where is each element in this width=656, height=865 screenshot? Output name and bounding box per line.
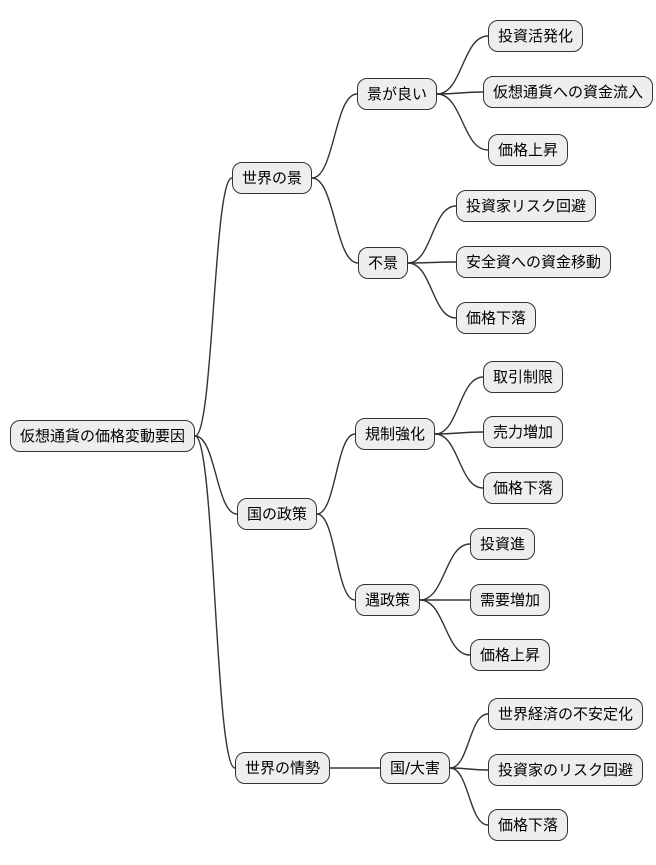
edge — [449, 767, 489, 826]
node-recession: 不景 — [358, 247, 409, 279]
node-regulation-tightening: 規制強化 — [355, 418, 436, 450]
node-good-economy: 景が良い — [357, 78, 438, 110]
branch-node-national-policy: 国の政策 — [237, 498, 318, 530]
node-war-disaster: 国/大害 — [380, 752, 451, 784]
edge — [408, 261, 457, 264]
node-favorable-policy: 遇政策 — [355, 584, 421, 616]
edge — [194, 435, 236, 769]
edge — [407, 205, 457, 264]
leaf-investment-activation: 投資活発化 — [488, 20, 584, 52]
edge — [450, 767, 489, 771]
leaf-investor-risk-aversion: 投資家リスク回避 — [456, 190, 597, 222]
root-node-price-factors: 仮想通貨の価格変動要因 — [10, 420, 196, 452]
edge — [316, 513, 356, 601]
edge — [435, 431, 484, 435]
leaf-price-fall: 価格下落 — [488, 809, 569, 841]
edge — [311, 177, 359, 264]
edge — [437, 91, 484, 95]
branch-node-world-economy: 世界の景 — [232, 162, 313, 194]
branch-node-world-affairs: 世界の情勢 — [235, 752, 331, 784]
leaf-funds-inflow-to-crypto: 仮想通貨への資金流入 — [483, 76, 654, 108]
leaf-investor-risk-aversion: 投資家のリスク回避 — [488, 754, 644, 786]
edge — [194, 177, 233, 437]
leaf-funds-move-to-safe-assets: 安全資への資金移動 — [456, 246, 612, 278]
edge — [434, 376, 484, 435]
leaf-price-rise: 価格上昇 — [488, 134, 569, 166]
leaf-world-economy-instability: 世界経済の不安定化 — [488, 698, 644, 730]
edge — [449, 713, 489, 769]
edge — [407, 262, 457, 319]
leaf-price-fall: 価格下落 — [483, 472, 564, 504]
leaf-trading-restriction: 取引制限 — [483, 361, 564, 393]
leaf-demand-increase: 需要増加 — [470, 584, 551, 616]
edge — [436, 35, 489, 95]
leaf-price-fall: 価格下落 — [456, 302, 537, 334]
leaf-investment-promotion: 投資進 — [470, 528, 536, 560]
edge — [419, 543, 471, 601]
edge — [434, 433, 484, 489]
leaf-price-rise: 価格上昇 — [470, 639, 551, 671]
edge — [436, 93, 489, 151]
edge — [194, 435, 238, 515]
leaf-selling-pressure-increase: 売力増加 — [483, 416, 564, 448]
edge — [419, 599, 471, 656]
edge — [311, 93, 358, 179]
edge — [316, 433, 356, 515]
